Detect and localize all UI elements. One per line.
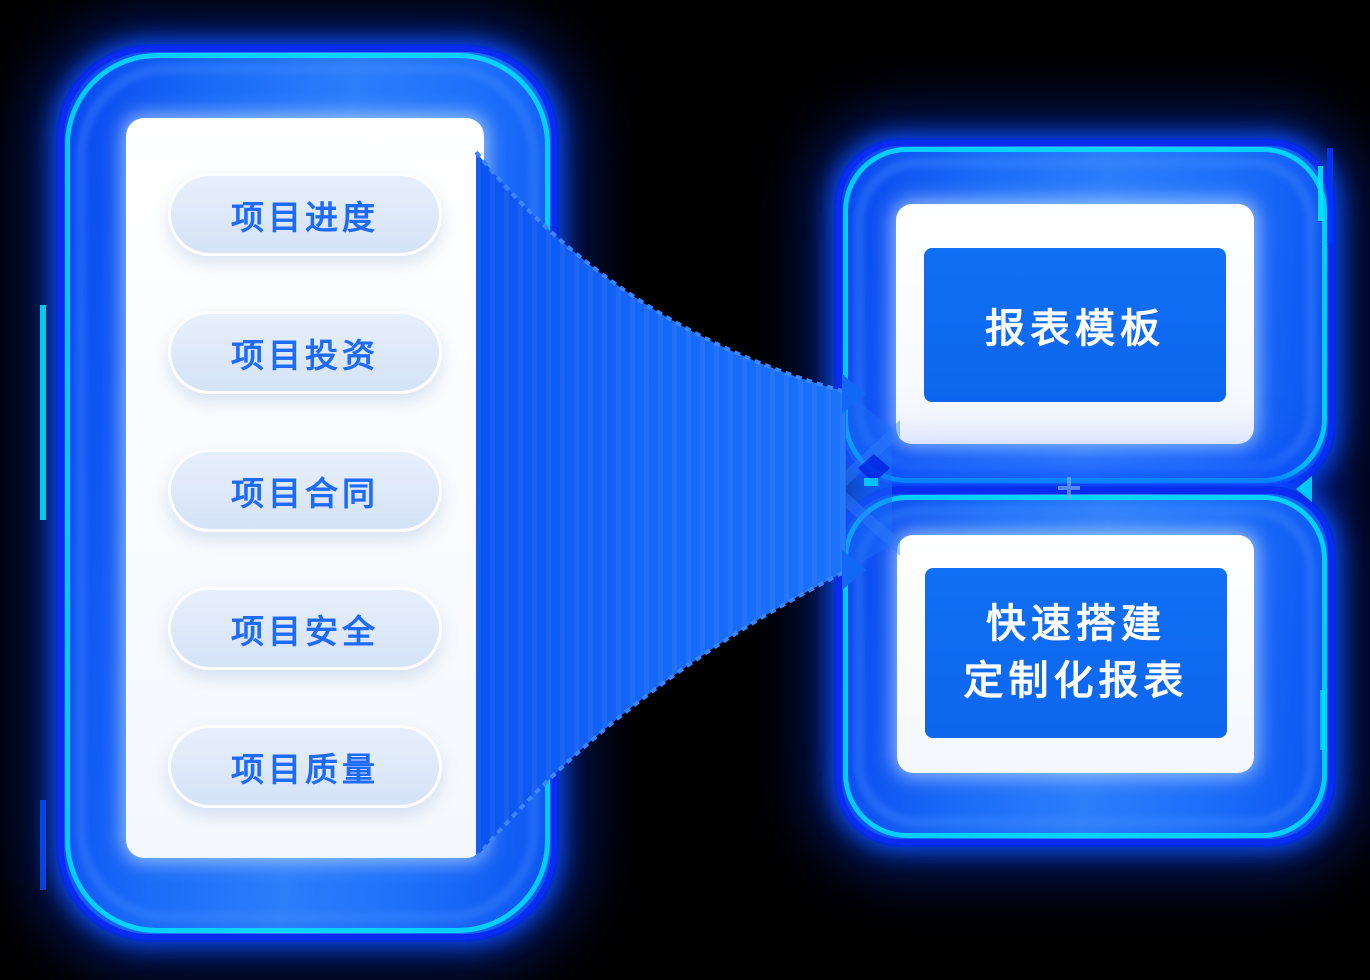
glitch-accent-left-cyan-bar bbox=[40, 305, 46, 520]
source-pill-list: 项目进度 项目投资 项目合同 项目安全 项目质量 bbox=[126, 118, 484, 858]
target-panel-report-template: 报表模板 bbox=[836, 140, 1334, 490]
pill-project-contract: 项目合同 bbox=[168, 449, 442, 532]
pill-project-quality: 项目质量 bbox=[168, 725, 442, 808]
report-template-label: 报表模板 bbox=[985, 307, 1165, 351]
custom-report-label-line2: 定制化报表 bbox=[963, 659, 1189, 703]
pill-project-investment: 项目投资 bbox=[168, 311, 442, 394]
custom-report-chip: 快速搭建 定制化报表 bbox=[925, 568, 1227, 738]
custom-report-card: 快速搭建 定制化报表 bbox=[897, 535, 1254, 773]
source-card: 项目进度 项目投资 项目合同 项目安全 项目质量 bbox=[126, 118, 484, 858]
source-panel-frame: 项目进度 项目投资 项目合同 项目安全 项目质量 bbox=[58, 46, 557, 940]
report-template-card: 报表模板 bbox=[896, 204, 1254, 444]
report-template-chip: 报表模板 bbox=[924, 248, 1226, 402]
target-panel-custom-report: 快速搭建 定制化报表 bbox=[836, 488, 1334, 845]
pill-project-safety: 项目安全 bbox=[168, 587, 442, 670]
glitch-accent-left-blue-bar bbox=[40, 800, 46, 890]
pill-project-progress: 项目进度 bbox=[168, 173, 442, 256]
custom-report-label-line1: 快速搭建 bbox=[986, 602, 1166, 646]
